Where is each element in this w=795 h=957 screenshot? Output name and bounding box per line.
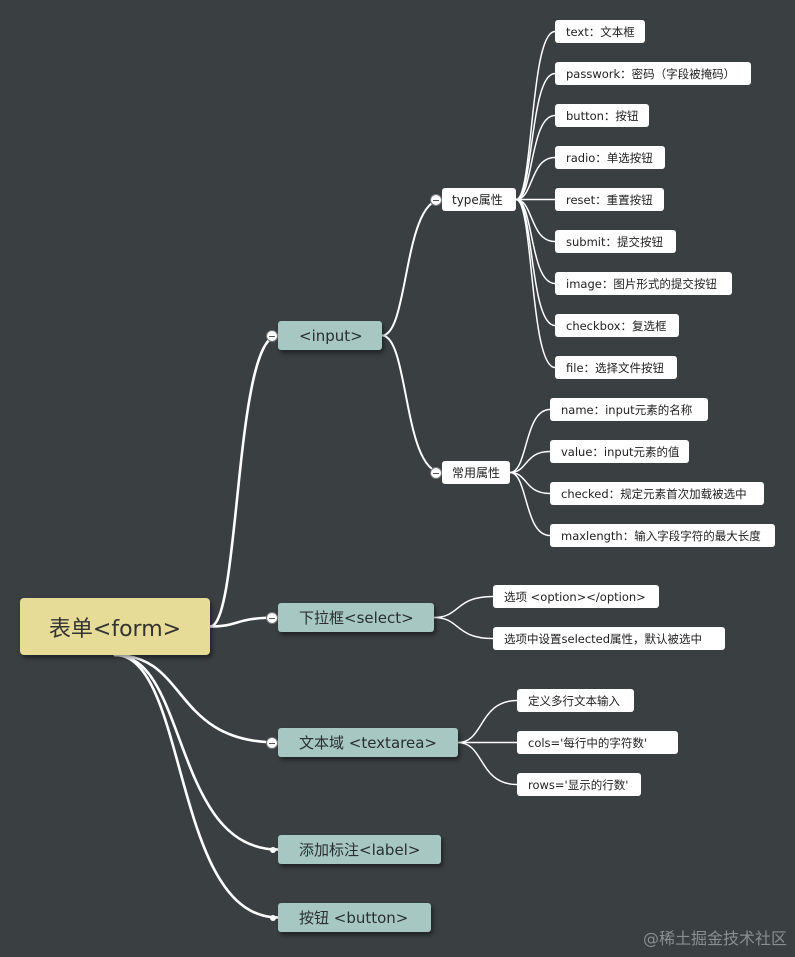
connector-line: [509, 408, 551, 474]
connector-line: [113, 653, 280, 851]
collapse-toggle-common-attributes[interactable]: [430, 467, 442, 479]
connector-line: [515, 72, 556, 201]
leaf-type-radio[interactable]: radio：单选按钮: [555, 146, 665, 169]
leaf-label: text：文本框: [566, 24, 635, 39]
connector-dot-label: [270, 847, 276, 853]
leaf-label: name：input元素的名称: [561, 402, 693, 417]
connector-line: [515, 30, 556, 201]
root-label: 表单<form>: [48, 616, 182, 642]
node-textarea-label: 文本域 <textarea>: [299, 734, 437, 752]
node-input-label: <input>: [299, 326, 363, 345]
leaf-common-maxlength[interactable]: maxlength：输入字段字符的最大长度: [550, 524, 775, 547]
connector-line: [113, 653, 280, 919]
node-select[interactable]: 下拉框<select>: [278, 603, 434, 632]
leaf-type-checkbox[interactable]: checkbox：复选框: [555, 314, 679, 337]
leaf-label: checked：规定元素首次加载被选中: [561, 486, 747, 501]
node-label[interactable]: 添加标注<label>: [278, 835, 441, 864]
connector-line: [433, 595, 494, 619]
connector-line: [515, 114, 556, 201]
leaf-label: reset：重置按钮: [566, 192, 653, 207]
connector-line: [433, 616, 494, 640]
node-textarea[interactable]: 文本域 <textarea>: [278, 728, 458, 757]
connector-line: [113, 653, 280, 744]
node-button[interactable]: 按钮 <button>: [278, 903, 431, 932]
leaf-label: 选项中设置selected属性，默认被选中: [504, 631, 703, 646]
node-label-label: 添加标注<label>: [299, 841, 421, 859]
leaf-label: 选项 <option></option>: [504, 589, 646, 604]
collapse-toggle-textarea[interactable]: [266, 737, 278, 749]
leaf-type-button[interactable]: button：按钮: [555, 104, 649, 127]
leaf-label: checkbox：复选框: [566, 318, 667, 333]
leaf-label: submit：提交按钮: [566, 234, 663, 249]
connector-line: [515, 156, 556, 201]
connector-line: [515, 198, 556, 285]
leaf-textarea-rows[interactable]: rows='显示的行数': [517, 773, 641, 796]
connector-line: [381, 198, 443, 337]
watermark: @稀土掘金技术社区: [642, 929, 787, 948]
collapse-toggle-input[interactable]: [266, 330, 278, 342]
connector-line: [381, 334, 443, 474]
leaf-select-option[interactable]: 选项 <option></option>: [493, 585, 659, 608]
node-input[interactable]: <input>: [278, 321, 382, 350]
leaf-label: value：input元素的值: [561, 444, 680, 459]
leaf-select-selected[interactable]: 选项中设置selected属性，默认被选中: [493, 627, 725, 650]
leaf-label: image：图片形式的提交按钮: [566, 276, 717, 291]
leaf-textarea-cols[interactable]: cols='每行中的字符数': [517, 731, 678, 754]
node-button-label: 按钮 <button>: [299, 909, 409, 927]
leaf-label: cols='每行中的字符数': [528, 735, 648, 750]
leaf-type-password[interactable]: passwork：密码（字段被掩码）: [555, 62, 751, 85]
connector-dot-button: [270, 915, 276, 921]
connector-line: [509, 450, 551, 474]
connector-line: [509, 471, 551, 537]
node-common-attributes-label: 常用属性: [452, 466, 501, 480]
leaf-common-checked[interactable]: checked：规定元素首次加载被选中: [550, 482, 764, 505]
leaf-label: file：选择文件按钮: [566, 360, 665, 375]
node-type-attributes-label: type属性: [452, 193, 503, 207]
collapse-toggle-type-attributes[interactable]: [430, 194, 442, 206]
leaf-textarea-define[interactable]: 定义多行文本输入: [517, 689, 634, 712]
leaf-type-image[interactable]: image：图片形式的提交按钮: [555, 272, 732, 295]
connector-line: [457, 699, 518, 744]
leaf-label: maxlength：输入字段字符的最大长度: [561, 528, 761, 543]
connector-line: [515, 198, 556, 369]
collapse-toggle-select[interactable]: [266, 612, 278, 624]
leaf-label: button：按钮: [566, 108, 639, 123]
leaf-common-name[interactable]: name：input元素的名称: [550, 398, 708, 421]
connector-line: [208, 334, 280, 628]
connector-line: [457, 741, 518, 786]
connector-line: [515, 198, 556, 243]
node-common-attributes[interactable]: 常用属性: [442, 461, 510, 484]
node-type-attributes[interactable]: type属性: [442, 188, 516, 211]
leaf-label: radio：单选按钮: [566, 150, 653, 165]
leaf-label: passwork：密码（字段被掩码）: [566, 66, 736, 81]
leaf-common-value[interactable]: value：input元素的值: [550, 440, 689, 463]
root-node-form[interactable]: 表单<form>: [20, 598, 210, 655]
leaf-type-reset[interactable]: reset：重置按钮: [555, 188, 664, 211]
leaf-type-text[interactable]: text：文本框: [555, 20, 645, 43]
leaf-type-file[interactable]: file：选择文件按钮: [555, 356, 677, 379]
leaf-type-submit[interactable]: submit：提交按钮: [555, 230, 676, 253]
leaf-label: rows='显示的行数': [528, 777, 629, 792]
leaf-label: 定义多行文本输入: [528, 693, 620, 708]
node-select-label: 下拉框<select>: [299, 609, 414, 627]
